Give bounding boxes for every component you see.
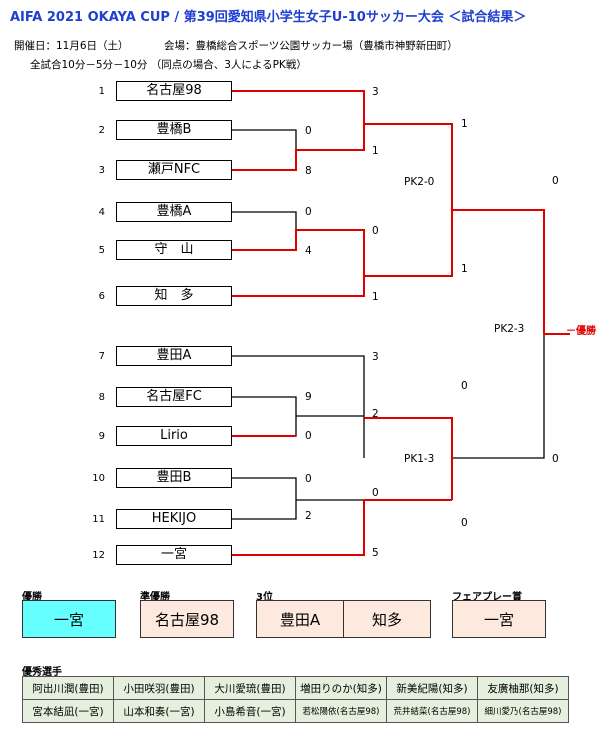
mvp-cell: 増田りのか(知多) bbox=[295, 676, 387, 700]
team-box: 豊田B bbox=[116, 468, 232, 488]
seed-6: 6 bbox=[98, 291, 105, 302]
runner-up-label: 準優勝 bbox=[140, 592, 170, 603]
team-box: 豊橋A bbox=[116, 202, 232, 222]
pk-result: PK2-3 bbox=[494, 323, 525, 335]
page-title: AIFA 2021 OKAYA CUP / 第39回愛知県小学生女子U-10サッ… bbox=[10, 10, 527, 25]
third-box-2: 知多 bbox=[343, 600, 431, 638]
seed-5: 5 bbox=[98, 245, 105, 256]
mvp-cell: 荒井結菜(名古屋98) bbox=[386, 699, 478, 723]
seed-12: 12 bbox=[92, 550, 105, 561]
mvp-cell: 細川愛乃(名古屋98) bbox=[477, 699, 569, 723]
third-box-1: 豊田A bbox=[256, 600, 344, 638]
score: 0 bbox=[372, 487, 379, 499]
score: 2 bbox=[372, 408, 379, 420]
seed-3: 3 bbox=[98, 165, 105, 176]
mvp-cell: 新美紀陽(知多) bbox=[386, 676, 478, 700]
mvp-cell: 大川愛琉(豊田) bbox=[204, 676, 296, 700]
mvp-cell: 山本和奏(一宮) bbox=[113, 699, 205, 723]
mvp-cell: 阿出川潤(豊田) bbox=[22, 676, 114, 700]
team-box: 瀬戸NFC bbox=[116, 160, 232, 180]
mvp-cell: 小島希音(一宮) bbox=[204, 699, 296, 723]
score: 5 bbox=[372, 547, 379, 559]
score: 0 bbox=[461, 517, 468, 529]
third-label: 3位 bbox=[256, 592, 273, 603]
bracket-lines bbox=[232, 90, 570, 556]
mvp-table: 阿出川潤(豊田) 小田咲羽(豊田) 大川愛琉(豊田) 増田りのか(知多) 新美紀… bbox=[22, 676, 569, 723]
mvp-cell: 小田咲羽(豊田) bbox=[113, 676, 205, 700]
team-box: HEKIJO bbox=[116, 509, 232, 529]
score: 0 bbox=[552, 453, 559, 465]
team-box: 名古屋FC bbox=[116, 387, 232, 407]
mvp-label: 優秀選手 bbox=[22, 667, 62, 678]
team-box: 名古屋98 bbox=[116, 81, 232, 101]
score: 0 bbox=[372, 225, 379, 237]
rules-line: 全試合10分－5分－10分 （同点の場合、3人によるPK戦） bbox=[30, 59, 307, 71]
team-box: Lirio bbox=[116, 426, 232, 446]
score: 3 bbox=[372, 351, 379, 363]
score: 1 bbox=[372, 145, 379, 157]
seed-9: 9 bbox=[98, 431, 105, 442]
score: 2 bbox=[305, 510, 312, 522]
pk-result: PK1-3 bbox=[404, 453, 435, 465]
mvp-cell: 友廣柚那(知多) bbox=[477, 676, 569, 700]
score: 1 bbox=[461, 118, 468, 130]
table-row: 阿出川潤(豊田) 小田咲羽(豊田) 大川愛琉(豊田) 増田りのか(知多) 新美紀… bbox=[22, 676, 569, 700]
mvp-cell: 若松陽依(名古屋98) bbox=[295, 699, 387, 723]
mvp-cell: 宮本結凪(一宮) bbox=[22, 699, 114, 723]
score: 0 bbox=[305, 125, 312, 137]
date-line: 開催日：11月6日（土） bbox=[14, 40, 129, 52]
team-box: 豊橋B bbox=[116, 120, 232, 140]
score: 1 bbox=[372, 291, 379, 303]
score: 1 bbox=[461, 263, 468, 275]
team-box: 知 多 bbox=[116, 286, 232, 306]
fairplay-box: 一宮 bbox=[452, 600, 546, 638]
seed-2: 2 bbox=[98, 125, 105, 136]
seed-4: 4 bbox=[98, 207, 105, 218]
score: 0 bbox=[461, 380, 468, 392]
score: 9 bbox=[305, 391, 312, 403]
score: 8 bbox=[305, 165, 312, 177]
pk-result: PK2-0 bbox=[404, 176, 435, 188]
runner-up-box: 名古屋98 bbox=[140, 600, 234, 638]
venue-line: 会場：豊橋総合スポーツ公園サッカー場（豊橋市神野新田町） bbox=[164, 40, 458, 52]
seed-8: 8 bbox=[98, 392, 105, 403]
fairplay-label: フェアプレー賞 bbox=[452, 592, 522, 603]
team-box: 一宮 bbox=[116, 545, 232, 565]
score: 0 bbox=[305, 473, 312, 485]
team-box: 守 山 bbox=[116, 240, 232, 260]
seed-11: 11 bbox=[92, 514, 105, 525]
seed-7: 7 bbox=[98, 351, 105, 362]
winner-label: －優勝 bbox=[566, 326, 596, 337]
champion-box: 一宮 bbox=[22, 600, 116, 638]
score: 4 bbox=[305, 245, 312, 257]
seed-10: 10 bbox=[92, 473, 105, 484]
score: 0 bbox=[305, 206, 312, 218]
table-row: 宮本結凪(一宮) 山本和奏(一宮) 小島希音(一宮) 若松陽依(名古屋98) 荒… bbox=[22, 699, 569, 723]
score: 3 bbox=[372, 86, 379, 98]
score: 0 bbox=[305, 430, 312, 442]
score: 0 bbox=[552, 175, 559, 187]
seed-1: 1 bbox=[98, 86, 105, 97]
team-box: 豊田A bbox=[116, 346, 232, 366]
champion-label: 優勝 bbox=[22, 592, 42, 603]
